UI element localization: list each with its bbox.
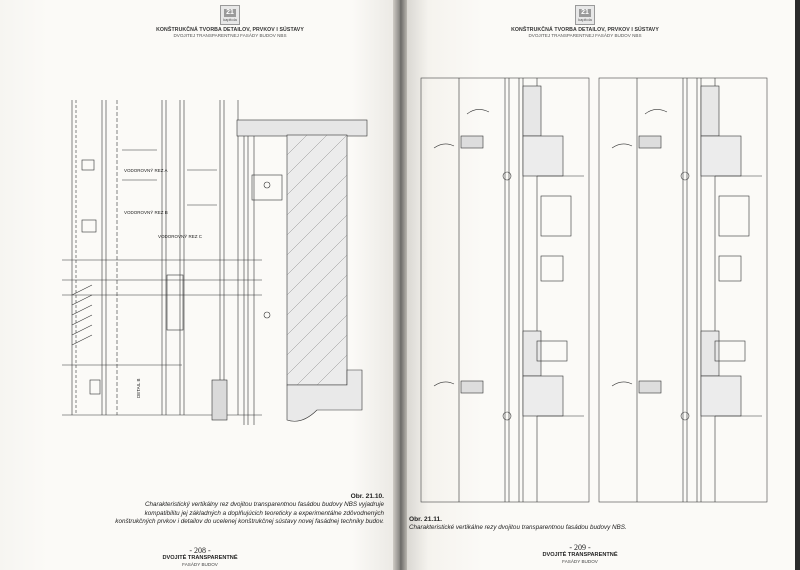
left-page: 21 kapitola KONŠTRUKČNÁ TVORBA DETAILOV,…: [0, 0, 400, 570]
left-footer-sub: FASÁDY BUDOV: [182, 561, 218, 567]
left-caption-number: Obr. 21.10.: [350, 493, 384, 500]
chapter-logo-number-right: 21: [579, 8, 591, 17]
left-caption: Obr. 21.10. Charakteristický vertikálny …: [112, 493, 384, 527]
header-title-right: KONŠTRUKČNÁ TVORBA DETAILOV, PRVKOV I SÚ…: [511, 27, 659, 33]
drawing-labels: VODOROVNÝ REZ A VODOROVNÝ REZ B VODOROVN…: [124, 167, 203, 398]
left-page-header: 21 kapitola KONŠTRUKČNÁ TVORBA DETAILOV,…: [140, 5, 320, 39]
vertical-sections-drawing: [420, 77, 768, 503]
header-title: KONŠTRUKČNÁ TVORBA DETAILOV, PRVKOV I SÚ…: [156, 27, 304, 33]
right-caption: Obr. 21.11. Charakteristické vertikálne …: [409, 516, 709, 533]
right-caption-text: Charakteristické vertikálne rezy dvojito…: [409, 524, 627, 532]
chapter-logo: 21 kapitola: [220, 5, 240, 25]
label-detail: DETAIL B: [136, 378, 141, 398]
right-footer: - 209 - DVOJITÉ TRANSPARENTNÉ FASÁDY BUD…: [530, 543, 630, 565]
page-edge: [795, 0, 800, 570]
left-page-number: - 208 -: [189, 546, 211, 555]
label-section-a: VODOROVNÝ REZ A: [124, 167, 168, 173]
book-gutter: [393, 0, 407, 570]
header-subtitle: DVOJITEJ TRANSPARENTNEJ FASÁDY BUDOV NBS: [173, 33, 287, 38]
right-footer-sub: FASÁDY BUDOV: [562, 558, 598, 564]
right-page-header: 21 kapitola KONŠTRUKČNÁ TVORBA DETAILOV,…: [495, 5, 675, 39]
right-page-number: - 209 -: [569, 543, 591, 552]
right-page: 21 kapitola KONŠTRUKČNÁ TVORBA DETAILOV,…: [405, 0, 795, 570]
right-footer-title: DVOJITÉ TRANSPARENTNÉ: [542, 552, 618, 558]
left-footer: - 208 - DVOJITÉ TRANSPARENTNÉ FASÁDY BUD…: [150, 546, 250, 568]
header-subtitle-right: DVOJITEJ TRANSPARENTNEJ FASÁDY BUDOV NBS: [528, 33, 642, 38]
left-footer-title: DVOJITÉ TRANSPARENTNÉ: [162, 555, 238, 561]
chapter-logo-number: 21: [224, 8, 236, 17]
left-caption-text: Charakteristický vertikálny rez dvojitou…: [115, 501, 384, 526]
chapter-logo-label-right: kapitola: [578, 16, 592, 22]
right-caption-number: Obr. 21.11.: [409, 516, 442, 523]
label-section-c: VODOROVNÝ REZ C: [158, 233, 203, 239]
chapter-logo-right: 21 kapitola: [575, 5, 595, 25]
label-section-b: VODOROVNÝ REZ B: [124, 209, 168, 215]
vertical-section-drawing: VODOROVNÝ REZ A VODOROVNÝ REZ B VODOROVN…: [62, 100, 368, 425]
chapter-logo-label: kapitola: [223, 16, 237, 22]
